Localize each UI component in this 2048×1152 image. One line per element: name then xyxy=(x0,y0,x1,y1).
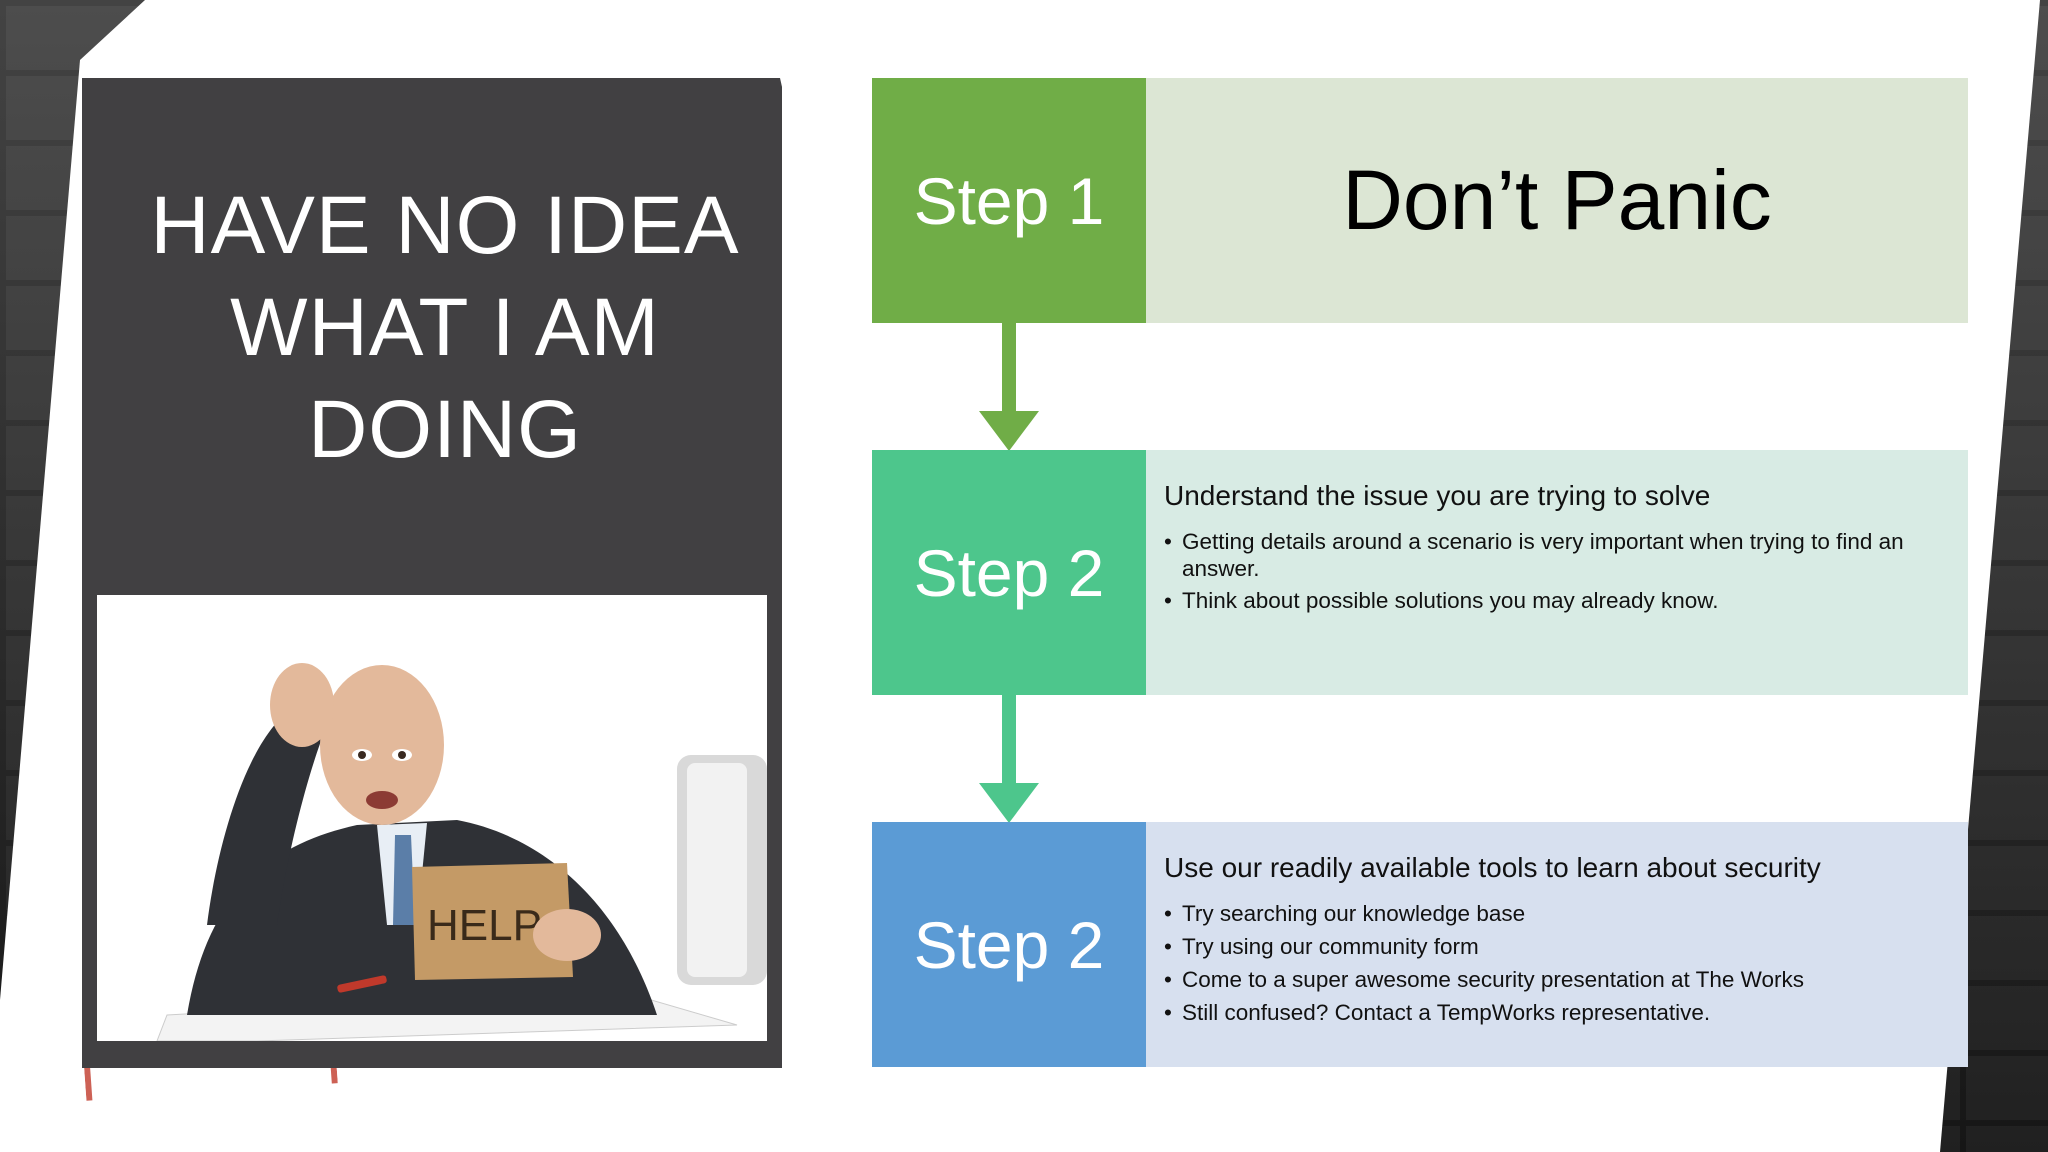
bullet-item: Come to a super awesome security present… xyxy=(1164,966,1954,993)
bullet-item: Try searching our knowledge base xyxy=(1164,900,1954,927)
step-1-heading: Don’t Panic xyxy=(1342,153,1772,247)
step-3-label: Step 2 xyxy=(872,822,1146,1067)
step-3-row: Step 2 Use our readily available tools t… xyxy=(872,822,1968,1067)
step-3-bullets: Try searching our knowledge base Try usi… xyxy=(1164,900,1954,1032)
bullet-item: Try using our community form xyxy=(1164,933,1954,960)
slide-title: HAVE NO IDEA WHAT I AM DOING xyxy=(150,180,740,475)
step-2-label: Step 2 xyxy=(872,450,1146,695)
svg-text:HELP: HELP xyxy=(427,901,542,950)
bullet-item: Think about possible solutions you may a… xyxy=(1164,587,1954,614)
step-3-content: Use our readily available tools to learn… xyxy=(1146,822,1968,1067)
help-photo: HELP xyxy=(97,595,767,1041)
bullet-item: Still confused? Contact a TempWorks repr… xyxy=(1164,999,1954,1026)
bullet-item: Getting details around a scenario is ver… xyxy=(1164,528,1954,582)
step-2-bullets: Getting details around a scenario is ver… xyxy=(1164,528,1954,619)
down-arrow-icon xyxy=(979,695,1039,823)
down-arrow-icon xyxy=(979,323,1039,451)
step-1-label: Step 1 xyxy=(872,78,1146,323)
step-1-row: Step 1 Don’t Panic xyxy=(872,78,1968,323)
step-2-row: Step 2 Understand the issue you are tryi… xyxy=(872,450,1968,695)
step-3-heading: Use our readily available tools to learn… xyxy=(1164,852,1821,883)
stressed-man-illustration: HELP xyxy=(156,663,767,1041)
step-1-content: Don’t Panic xyxy=(1146,78,1968,323)
step-2-content: Understand the issue you are trying to s… xyxy=(1146,450,1968,695)
step-2-heading: Understand the issue you are trying to s… xyxy=(1164,480,1711,511)
